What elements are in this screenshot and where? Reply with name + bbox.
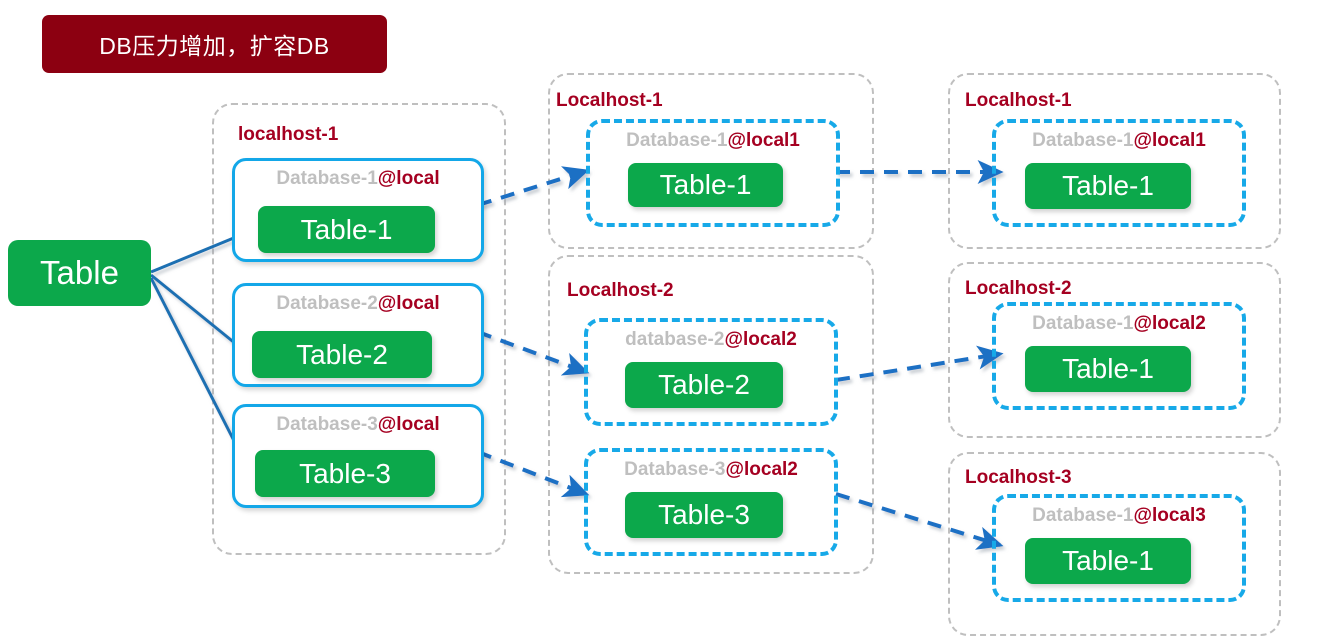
host-label-stage2-localhost2: Localhost-2 [567, 280, 674, 301]
host-label-stage3-localhost2: Localhost-2 [965, 278, 1072, 299]
db-title-stage1-database2: Database-2@local [235, 293, 481, 315]
db-name: database-2 [625, 329, 725, 350]
table-chip-label: Table-1 [1062, 545, 1154, 576]
host-label-stage3-localhost3: Localhost-3 [965, 467, 1072, 488]
table-chip-label: Table-1 [1062, 170, 1154, 201]
host-container-stage3-localhost1 [948, 73, 1281, 249]
table-chip-label: Table-2 [658, 369, 750, 400]
db-name: Database-1 [1032, 130, 1134, 151]
db-host-suffix: @local [377, 293, 440, 314]
host-container-stage3-localhost2 [948, 262, 1281, 438]
db-title-stage2-database2: database-2@local2 [588, 329, 834, 351]
table-chip-stage1-table1[interactable]: Table-1 [258, 206, 435, 253]
host-label-stage1-localhost1: localhost-1 [238, 124, 339, 145]
db-title-stage1-database1: Database-1@local [235, 168, 481, 190]
db-host-suffix: @local1 [1133, 130, 1206, 151]
db-title-stage3-database3: Database-1@local3 [996, 505, 1242, 527]
db-title-stage3-database2: Database-1@local2 [996, 313, 1242, 335]
db-box-stage3-database2[interactable]: Database-1@local2 [992, 302, 1246, 410]
table-chip-label: Table-1 [300, 213, 393, 245]
table-chip-label: Table-3 [299, 457, 391, 489]
db-title-stage2-database1: Database-1@local1 [590, 130, 836, 152]
db-name: Database-3 [276, 414, 378, 435]
db-title-stage3-database1: Database-1@local1 [996, 130, 1242, 152]
table-chip-stage1-table3[interactable]: Table-3 [255, 450, 435, 497]
db-host-suffix: @local2 [725, 459, 798, 480]
table-chip-stage3-table1-b[interactable]: Table-1 [1025, 346, 1191, 392]
db-host-suffix: @local3 [1133, 505, 1206, 526]
db-host-suffix: @local [377, 168, 440, 189]
source-table-node[interactable]: Table [8, 240, 151, 306]
table-chip-stage3-table1-a[interactable]: Table-1 [1025, 163, 1191, 209]
source-table-label: Table [40, 254, 119, 291]
db-name: Database-3 [624, 459, 726, 480]
db-host-suffix: @local1 [727, 130, 800, 151]
table-chip-stage2-table2[interactable]: Table-2 [625, 362, 783, 408]
db-name: Database-1 [1032, 313, 1134, 334]
db-box-stage3-database1[interactable]: Database-1@local1 [992, 119, 1246, 227]
host-label-stage3-localhost1: Localhost-1 [965, 90, 1072, 111]
table-chip-stage3-table1-c[interactable]: Table-1 [1025, 538, 1191, 584]
db-name: Database-2 [276, 293, 378, 314]
db-host-suffix: @local2 [724, 329, 797, 350]
table-chip-stage1-table2[interactable]: Table-2 [252, 331, 432, 378]
db-title-stage1-database3: Database-3@local [235, 414, 481, 436]
host-container-stage2-localhost1 [548, 73, 874, 249]
host-label-stage2-localhost1: Localhost-1 [556, 90, 663, 111]
title-banner: DB压力增加，扩容DB [42, 15, 387, 73]
title-banner-text: DB压力增加，扩容DB [99, 33, 330, 59]
db-name: Database-1 [626, 130, 728, 151]
db-box-stage2-database3[interactable]: Database-3@local2 [584, 448, 838, 556]
table-chip-label: Table-1 [659, 169, 752, 200]
table-chip-label: Table-3 [658, 499, 750, 530]
table-chip-label: Table-2 [296, 338, 388, 370]
db-name: Database-1 [276, 168, 378, 189]
db-title-stage2-database3: Database-3@local2 [588, 459, 834, 481]
db-host-suffix: @local [377, 414, 440, 435]
db-host-suffix: @local2 [1133, 313, 1206, 334]
table-chip-label: Table-1 [1062, 353, 1154, 384]
table-chip-stage2-table1[interactable]: Table-1 [628, 163, 783, 207]
host-container-stage2-localhost2 [548, 255, 874, 574]
db-name: Database-1 [1032, 505, 1134, 526]
table-chip-stage2-table3[interactable]: Table-3 [625, 492, 783, 538]
